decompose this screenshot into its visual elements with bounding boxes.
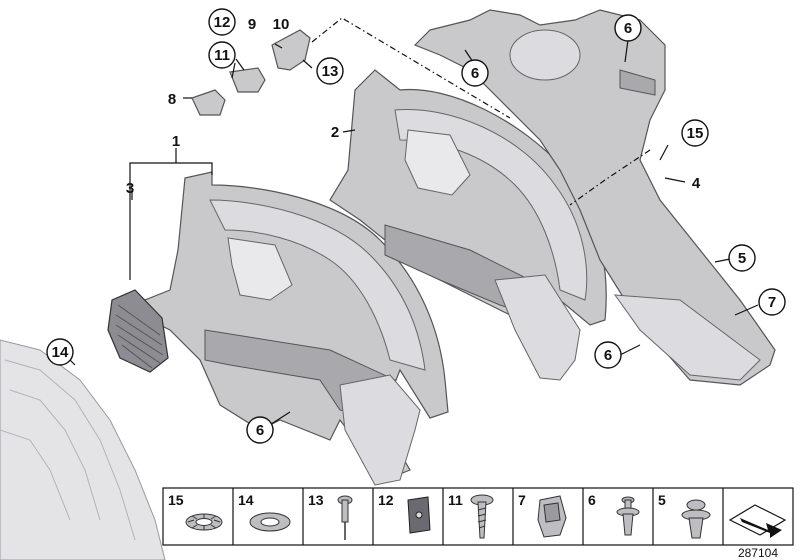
svg-text:15: 15 (687, 125, 704, 142)
svg-text:5: 5 (738, 250, 746, 267)
expanding-rivet-icon (681, 499, 711, 539)
rivet-icon (337, 495, 353, 540)
callout-1: 1 (172, 133, 180, 150)
svg-text:7: 7 (768, 294, 776, 311)
callout-6a: 6 (614, 14, 642, 42)
fastener-legend: 15 14 13 12 11 7 6 5 (162, 487, 794, 546)
callout-8: 8 (168, 91, 176, 108)
svg-text:10: 10 (273, 16, 290, 33)
callout-10: 10 (273, 16, 290, 33)
svg-text:3: 3 (126, 180, 134, 197)
callout-12: 12 (208, 8, 236, 36)
legend-label-5: 5 (658, 492, 666, 508)
svg-text:13: 13 (322, 63, 339, 80)
diagram-number: 287104 (738, 546, 778, 560)
vent-grille-part-3 (107, 289, 169, 373)
callout-9: 9 (248, 16, 256, 33)
trunk-liner-part-14 (0, 339, 166, 560)
bracket-part-9 (229, 67, 266, 93)
clip-nut-icon (407, 496, 431, 534)
svg-text:6: 6 (256, 422, 264, 439)
svg-text:9: 9 (248, 16, 256, 33)
side-trim-panel-part-1 (144, 171, 449, 486)
callout-11: 11 (208, 41, 236, 69)
side-trim-panel-part-2 (329, 69, 607, 381)
legend-label-12: 12 (378, 492, 394, 508)
legend-label-11: 11 (448, 492, 463, 508)
leader-lines (64, 17, 759, 429)
svg-text:14: 14 (52, 344, 69, 361)
svg-text:11: 11 (214, 47, 230, 64)
push-pin-icon (616, 496, 640, 536)
arrow-symbol-icon (728, 504, 787, 538)
svg-text:6: 6 (624, 20, 632, 37)
cover-part-8 (191, 89, 226, 116)
svg-text:6: 6 (604, 347, 612, 364)
clip-icon (537, 495, 567, 538)
washer-icon (249, 512, 291, 532)
legend-label-15: 15 (168, 492, 184, 508)
callout-2: 2 (331, 124, 339, 141)
callout-5: 5 (728, 244, 756, 272)
callout-15: 15 (681, 119, 709, 147)
svg-text:4: 4 (692, 175, 701, 192)
svg-text:1: 1 (172, 133, 180, 150)
callout-6b: 6 (461, 59, 489, 87)
screw-icon (470, 494, 494, 539)
pillar-trim-part-4 (413, 9, 776, 386)
legend-label-7: 7 (518, 492, 526, 508)
legend-label-13: 13 (308, 492, 324, 508)
callout-7: 7 (758, 288, 786, 316)
callout-6d: 6 (246, 416, 274, 444)
legend-label-14: 14 (238, 492, 254, 508)
svg-text:8: 8 (168, 91, 176, 108)
callout-14: 14 (46, 338, 74, 366)
svg-text:6: 6 (471, 65, 479, 82)
legend-label-6: 6 (588, 492, 596, 508)
speed-nut-icon (185, 513, 223, 531)
svg-text:2: 2 (331, 124, 339, 141)
svg-text:12: 12 (214, 14, 231, 31)
callout-6c: 6 (594, 341, 622, 369)
hinge-bracket-part-10 (271, 29, 311, 71)
callout-13: 13 (316, 57, 344, 85)
callout-3: 3 (126, 180, 134, 197)
callout-4: 4 (692, 175, 701, 192)
